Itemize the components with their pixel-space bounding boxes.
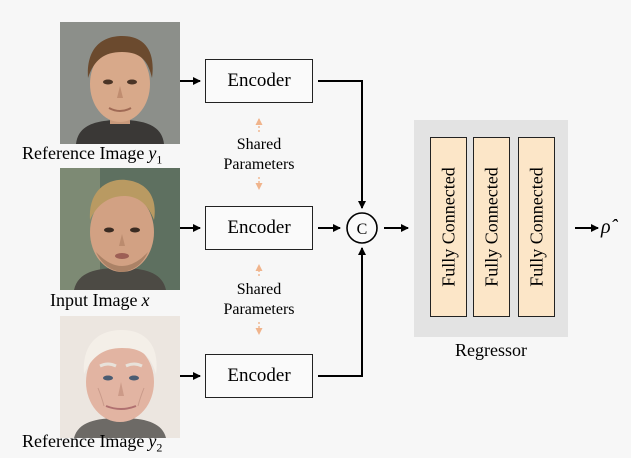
fully-connected-layer-1: Fully Connected (430, 137, 467, 317)
concat-circle (346, 212, 378, 244)
reference-image-2 (60, 316, 180, 438)
fully-connected-layer-3: Fully Connected (518, 137, 555, 317)
shared-parameters-label-2: Shared Parameters (223, 281, 295, 318)
concat-symbol: C (357, 221, 368, 238)
regressor-label: Regressor (455, 340, 527, 360)
output-rho-hat: ρ̂ (601, 216, 611, 238)
encoder-2: Encoder (205, 206, 313, 250)
fully-connected-layer-2: Fully Connected (473, 137, 510, 317)
encoder-3: Encoder (205, 354, 313, 398)
input-image (60, 168, 180, 290)
shared-parameters-label-1: Shared Parameters (223, 136, 295, 173)
arrow-encoder3-concat (318, 247, 366, 377)
arrow-encoder1-concat (318, 80, 366, 209)
reference-image-1 (60, 22, 180, 144)
encoder-1: Encoder (205, 59, 313, 103)
